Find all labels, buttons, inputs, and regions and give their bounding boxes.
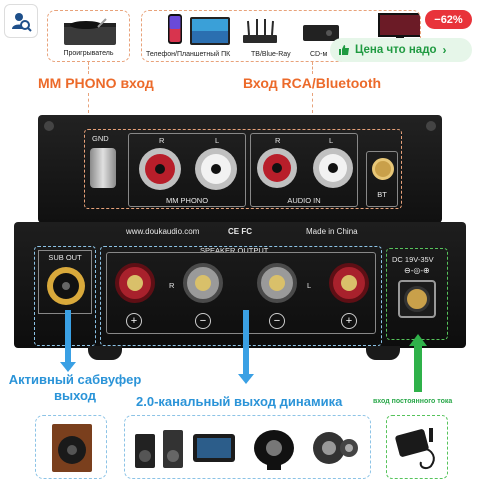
r-label: R bbox=[159, 136, 165, 145]
mm-phono-l-jack[interactable] bbox=[195, 148, 237, 190]
tv-bluray-label: TB/Blue-Ray bbox=[251, 51, 291, 58]
desktop-speaker-icon bbox=[254, 430, 294, 470]
arrow-down-icon bbox=[65, 310, 71, 364]
mm-phono-group: R L MM PHONO bbox=[128, 133, 246, 207]
monitor-speaker-icon bbox=[193, 434, 235, 462]
dc-label: DC 19V-35V bbox=[392, 255, 434, 264]
car-speaker-icon bbox=[313, 432, 358, 464]
speaker-output-label: SPEAKER OUTPUT bbox=[200, 246, 269, 255]
polarity-minus: − bbox=[269, 313, 285, 329]
deal-label: Цена что надо bbox=[355, 44, 437, 56]
speaker-r-plus-terminal[interactable] bbox=[115, 263, 155, 303]
dc-polarity-icon: ⊖-◎-⊕ bbox=[404, 266, 430, 275]
arrow-up-icon bbox=[414, 346, 422, 392]
tablet-icon bbox=[190, 17, 230, 45]
speaker-output-highlight bbox=[100, 246, 382, 346]
phone-icon bbox=[168, 14, 182, 44]
devices-label: Телефон/Планшетный ПК bbox=[146, 51, 231, 58]
devices-source-box: Телефон/Планшетный ПК TB/Blue-Ray CD-м bbox=[141, 10, 421, 62]
bt-label: BT bbox=[377, 190, 387, 199]
input-highlight bbox=[84, 129, 402, 209]
audio-in-label: AUDIO IN bbox=[287, 196, 321, 205]
r-label: R bbox=[169, 281, 175, 290]
polarity-plus: + bbox=[126, 313, 142, 329]
tv-icon bbox=[378, 13, 420, 41]
audio-in-r-jack[interactable] bbox=[257, 148, 297, 188]
deal-banner[interactable]: Цена что надо › bbox=[330, 38, 472, 62]
connector-line bbox=[88, 93, 89, 113]
amplifier-rear-bottom: www.doukaudio.com CE FC Made in China SU… bbox=[14, 222, 466, 348]
speaker-r-minus-terminal[interactable] bbox=[183, 263, 223, 303]
polarity-plus: + bbox=[341, 313, 357, 329]
arrow-up-icon bbox=[409, 334, 427, 346]
chevron-right-icon: › bbox=[442, 43, 447, 57]
bookshelf-speaker-icon bbox=[135, 430, 183, 468]
turntable-label: Проигрыватель bbox=[63, 50, 114, 57]
speaker-l-minus-terminal[interactable] bbox=[257, 263, 297, 303]
website-label: www.doukaudio.com bbox=[126, 227, 200, 236]
speaker-l-plus-terminal[interactable] bbox=[329, 263, 369, 303]
made-in-label: Made in China bbox=[306, 227, 358, 236]
subwoofer-title: Активный сабвуфер выход bbox=[8, 372, 142, 403]
search-user-icon[interactable] bbox=[4, 4, 38, 38]
cd-player-icon bbox=[303, 25, 339, 41]
amplifier-rear-top: GND R L MM PHONO R L AUDIO IN BT bbox=[38, 115, 442, 223]
arrow-down-icon bbox=[243, 310, 249, 376]
power-adapter-icon bbox=[395, 428, 435, 470]
thumbs-up-icon bbox=[339, 45, 349, 55]
discount-badge[interactable]: −62% bbox=[425, 10, 472, 29]
turntable-icon bbox=[64, 18, 116, 45]
bt-antenna-connector[interactable] bbox=[372, 158, 394, 180]
mm-phono-title: MM PHONO вход bbox=[38, 75, 154, 91]
connector-line bbox=[88, 62, 89, 74]
l-label: L bbox=[215, 136, 220, 145]
router-icon bbox=[243, 19, 277, 43]
speakers-box bbox=[124, 415, 371, 479]
device-foot bbox=[88, 346, 122, 360]
rca-bt-title: Вход RCA/Bluetooth bbox=[243, 75, 382, 91]
sub-out-group: SUB OUT bbox=[38, 250, 92, 314]
screw-icon bbox=[426, 121, 436, 131]
sub-out-label: SUB OUT bbox=[48, 253, 82, 262]
subwoofer-icon bbox=[52, 424, 92, 472]
cd-label: CD-м bbox=[310, 51, 328, 58]
audio-in-l-jack[interactable] bbox=[313, 148, 353, 188]
screw-icon bbox=[44, 121, 54, 131]
sub-out-jack[interactable] bbox=[47, 267, 85, 305]
l-label: L bbox=[329, 136, 334, 145]
gnd-terminal[interactable] bbox=[90, 148, 116, 188]
mm-phono-r-jack[interactable] bbox=[139, 148, 181, 190]
device-foot bbox=[366, 346, 400, 360]
connector-line bbox=[312, 62, 313, 74]
l-label: L bbox=[307, 281, 312, 290]
certs-label: CE FC bbox=[228, 227, 252, 236]
gnd-label: GND bbox=[92, 134, 109, 143]
arrow-down-icon bbox=[238, 374, 254, 384]
dc-input-title: вход постоянного тока bbox=[373, 398, 453, 405]
r-label: R bbox=[275, 136, 281, 145]
connector-line bbox=[312, 93, 313, 113]
power-adapter-box bbox=[386, 415, 448, 479]
speaker-output-group: R L + − − + bbox=[106, 252, 376, 334]
subwoofer-box bbox=[35, 415, 107, 479]
arrow-down-icon bbox=[60, 362, 76, 372]
polarity-minus: − bbox=[195, 313, 211, 329]
mm-phono-label: MM PHONO bbox=[165, 196, 209, 205]
dc-power-jack[interactable] bbox=[398, 280, 436, 318]
speaker-title: 2.0-канальный выход динамика bbox=[136, 394, 343, 409]
bt-group: BT bbox=[366, 151, 398, 207]
turntable-source-box: Проигрыватель bbox=[47, 10, 130, 62]
audio-in-group: R L AUDIO IN bbox=[250, 133, 358, 207]
